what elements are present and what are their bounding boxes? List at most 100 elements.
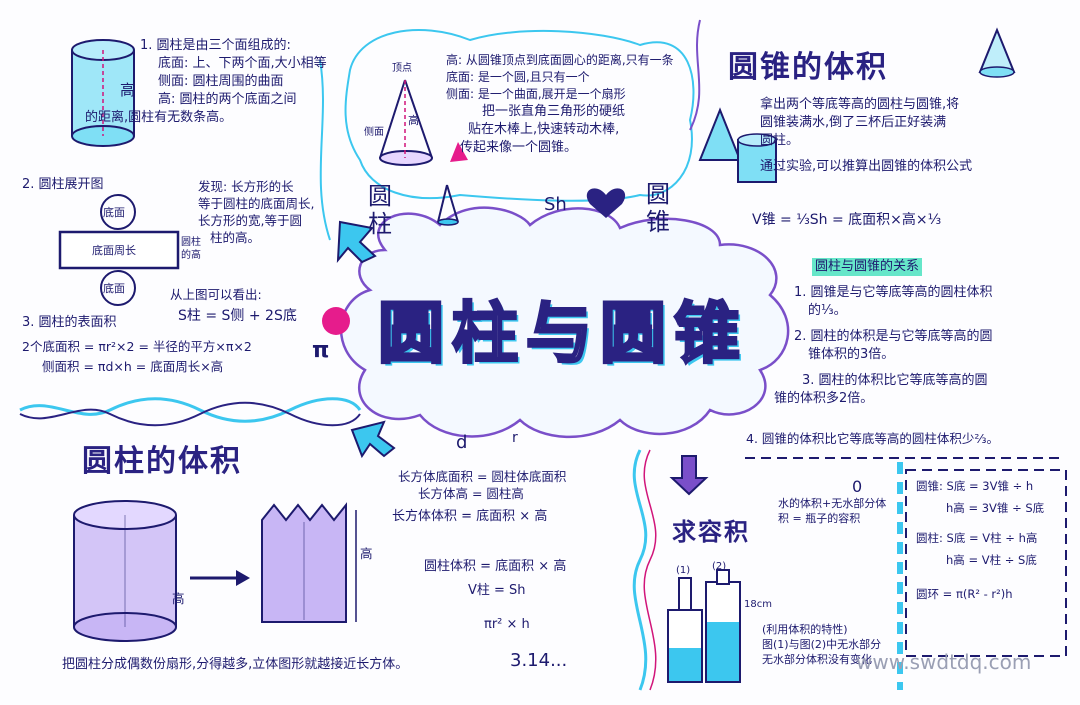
unfold-note-line: 长方形的宽,等于圆	[198, 213, 302, 228]
capacity-property-line: (利用体积的特性)	[762, 623, 848, 636]
unfold-drawing	[58, 194, 180, 306]
letter-r: r	[512, 430, 518, 446]
unfold-top-circle-label: 底面	[103, 206, 125, 219]
cylinder-parts-line: 的距离,圆柱有无数条高。	[85, 110, 233, 125]
transform-arrow-head	[236, 570, 250, 586]
cone-bubble	[344, 29, 695, 202]
arrow-bottom-left	[350, 420, 396, 459]
cone-volume-line: 圆柱。	[760, 133, 800, 148]
capacity-header: 求容积	[672, 518, 750, 546]
cone-apex-label: 顶点	[392, 63, 412, 74]
formula-line: h高 = V柱 ÷ S底	[946, 553, 1037, 567]
cylinder-drawing-top	[71, 39, 135, 147]
pink-dot	[322, 307, 350, 335]
relation-line: 1. 圆锥是与它等底等高的圆柱体积	[794, 285, 993, 300]
cylinder-volume-left	[73, 500, 177, 642]
cylinder-volume-header: 圆柱的体积	[82, 444, 242, 479]
formula-line: 圆柱: S底 = V柱 ÷ h高	[916, 531, 1038, 545]
cone-drawing-labeled	[379, 79, 433, 166]
unfold-note-line: 发现: 长方形的长	[198, 179, 294, 194]
surface-line-side: 侧面积 = πd×h = 底面周长×高	[42, 359, 224, 374]
wave-divider-mid	[632, 449, 648, 691]
watermark: www.swdtdq.com	[856, 650, 1032, 674]
cone-volume-line: 通过实验,可以推算出圆锥的体积公式	[760, 159, 973, 174]
cone-volume-header: 圆锥的体积	[728, 50, 888, 85]
relation-line: 锥的体积多2倍。	[774, 391, 874, 406]
relation-line: 2. 圆柱的体积是与它等底等高的圆	[794, 329, 993, 344]
wave-right-top	[689, 19, 701, 131]
cone-parts-line: 贴在木棒上,快速转动木棒,	[468, 122, 620, 137]
cylinder-parts-line: 1. 圆柱是由三个面组成的:	[140, 38, 291, 53]
small-cone-drawing	[437, 184, 459, 226]
wave-divider-left-2	[19, 401, 361, 427]
relation-title: 圆柱与圆锥的关系	[812, 258, 923, 276]
capacity-property: (利用体积的特性) 图(1)与图(2)中无水部分 无水部分体积没有变化	[762, 622, 881, 667]
pink-triangle	[450, 142, 468, 162]
cone-volume-section: 拿出两个等底等高的圆柱与圆锥,将 圆锥装满水,倒了三杯后正好装满 圆柱。 通过实…	[760, 96, 972, 176]
formula-line: h高 = 3V锥 ÷ S底	[946, 501, 1045, 515]
cone-drawing-top-right	[978, 27, 1016, 78]
pour-drawing	[698, 107, 777, 183]
cylinder-parts-line: 底面: 上、下两个面,大小相等	[158, 56, 327, 71]
cone-parts-line: 底面: 是一个圆,且只有一个	[446, 70, 590, 84]
cuboid-volume-right	[261, 502, 347, 623]
cylinder-volume-height-label: 高	[172, 591, 185, 606]
cone-volume-line: 拿出两个等底等高的圆柱与圆锥,将	[760, 97, 960, 112]
cylinder-volume-formula-3: πr² × h	[484, 617, 530, 632]
surface-formula: S柱 = S侧 + 2S底	[178, 308, 297, 324]
surface-deduce: 从上图可以看出:	[170, 287, 262, 302]
arrow-bottom-right	[669, 455, 709, 496]
main-title: 圆柱与圆锥	[377, 294, 748, 374]
bottle-2-label: (2)	[712, 561, 727, 572]
cone-parts-section: 高: 从圆锥顶点到底面圆心的距离,只有一条 底面: 是一个圆,且只有一个 侧面:…	[446, 52, 674, 157]
unfold-bottom-circle-label: 底面	[103, 282, 125, 295]
relation-section: 1. 圆锥是与它等底等高的圆柱体积 的⅓。 2. 圆柱的体积是与它等底等高的圆 …	[774, 284, 993, 408]
pi-value: 3.14...	[510, 650, 568, 671]
capacity-property-line: 无水部分体积没有变化	[762, 653, 872, 666]
letter-d: d	[456, 432, 468, 453]
cylinder-label: 圆 柱	[368, 182, 392, 238]
cylinder-volume-formula-1: 圆柱体积 = 底面积 × 高	[424, 559, 567, 574]
cylinder-height-label: 高	[120, 81, 136, 99]
unfold-note-line: 柱的高。	[210, 230, 261, 245]
cone-volume-formula: V锥 = ⅓Sh = 底面积×高×⅓	[752, 212, 942, 228]
capacity-note: 水的体积+无水部分体积 = 瓶子的容积	[778, 497, 887, 525]
unfold-note: 发现: 长方形的长 等于圆柱的底面周长, 长方形的宽,等于圆 柱的高。	[198, 178, 314, 246]
bottle-height-label: 18cm	[744, 599, 772, 610]
cylinder-volume-bottom-note: 把圆柱分成偶数份扇形,分得越多,立体图形就越接近长方体。	[62, 657, 409, 672]
relation-line: 的⅓。	[808, 303, 847, 318]
relation-line-4: 4. 圆锥的体积比它等底等高的圆柱体积少⅔。	[746, 431, 1000, 446]
left-curve	[319, 59, 331, 241]
sh-symbol: Sh	[544, 194, 567, 215]
cone-label: 圆 锥	[646, 180, 670, 236]
surface-line-base: 2个底面积 = πr²×2 = 半径的平方×π×2	[22, 339, 252, 354]
cylinder-parts-section: 1. 圆柱是由三个面组成的: 底面: 上、下两个面,大小相等 侧面: 圆柱周围的…	[85, 37, 327, 127]
cylinder-parts-line: 侧面: 圆柱周围的曲面	[158, 74, 284, 89]
cylinder-volume-derivation: 长方体底面积 = 圆柱体底面积 长方体高 = 圆柱高 长方体体积 = 底面积 ×…	[392, 468, 567, 526]
derivation-line: 长方体体积 = 底面积 × 高	[392, 509, 548, 524]
arrow-top-left	[336, 220, 377, 264]
letter-o: 0	[852, 477, 863, 496]
cone-height-label: 高	[408, 114, 419, 127]
cone-parts-line: 高: 从圆锥顶点到底面圆心的距离,只有一条	[446, 53, 674, 67]
cone-parts-line: 把一张直角三角形的硬纸	[482, 104, 626, 119]
derivation-line: 长方体底面积 = 圆柱体底面积	[398, 469, 567, 484]
pi-symbol: π	[312, 338, 330, 363]
surface-title: 3. 圆柱的表面积	[22, 315, 117, 330]
wave-divider-left	[19, 397, 362, 423]
unfold-side-label: 圆柱 的高	[181, 237, 201, 261]
formula-box	[905, 469, 1067, 657]
cylinder-volume-formula-2: V柱 = Sh	[468, 583, 526, 598]
unfold-note-line: 等于圆柱的底面周长,	[198, 196, 315, 211]
unfold-rectangle-label: 底面周长	[92, 244, 136, 257]
unfold-title: 2. 圆柱展开图	[22, 177, 104, 192]
center-cloud	[340, 206, 790, 439]
bottle-1-label: (1)	[676, 565, 691, 576]
cone-side-label: 侧面	[364, 127, 384, 138]
derivation-line: 长方体高 = 圆柱高	[418, 486, 524, 501]
cone-volume-line: 圆锥装满水,倒了三杯后正好装满	[760, 115, 947, 130]
formula-box-content: 圆锥: S底 = 3V锥 ÷ h h高 = 3V锥 ÷ S底 圆柱: S底 = …	[916, 478, 1044, 602]
heart-shape	[586, 188, 626, 218]
cone-parts-line: 侧面: 是一个曲面,展开是一个扇形	[446, 87, 626, 101]
